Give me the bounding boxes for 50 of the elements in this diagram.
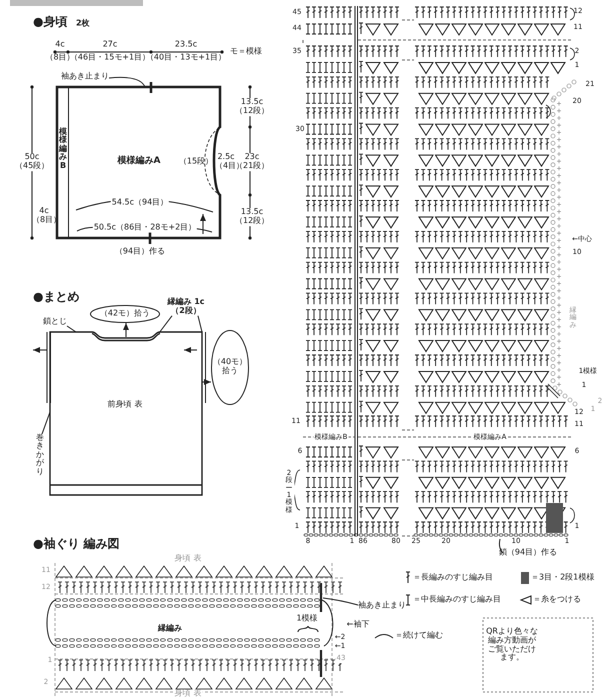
dimension-label: （15段）: [178, 158, 214, 166]
arrow: [123, 322, 129, 338]
note-text: 鎖（94目）作る: [498, 548, 558, 558]
note-text: QRより色々な編み方動画がご覧いただけます。: [486, 627, 538, 663]
section-heading: ●身頃: [33, 15, 68, 29]
legend-text: ＝糸をつける: [533, 596, 581, 604]
dimension-label: 54.5c（94目）: [110, 198, 170, 208]
node-label: （40モ）拾う: [212, 358, 248, 376]
legend-text: ＝3目・2段1模様: [531, 574, 594, 582]
dimension-label: 50.5c（86目・28モ+2目）: [92, 224, 198, 232]
note-text: 縁編み 1c（2段）: [166, 298, 206, 316]
leader-line: [498, 538, 504, 554]
note-text: 巻きかがり: [35, 434, 45, 476]
section-heading: ●まとめ: [33, 290, 80, 304]
chart-label: 身頃 表: [174, 554, 202, 564]
piece-count: 2枚: [76, 20, 90, 28]
pickup-oval: [90, 305, 160, 323]
dimension-label: （94目）作る: [114, 248, 166, 256]
dimension-label: 4c （8目）: [32, 207, 56, 225]
node-label: 模様編みB: [58, 128, 68, 170]
chart-label: 身頃 表: [174, 690, 202, 698]
leader-line: [42, 412, 50, 435]
chart-label: 1模様: [296, 614, 318, 624]
node-label: 前身頃 表: [108, 400, 142, 410]
section-heading: ●袖ぐり 編み図: [33, 537, 120, 551]
note-text: 鎖とじ: [43, 318, 67, 326]
dimension-label: 23.5c: [174, 40, 198, 50]
arrow: [202, 379, 212, 385]
legend-text: ＝長編みのすじ編み目: [413, 574, 493, 582]
dimension-label: 27c: [102, 40, 118, 50]
chart-label: ←袖下: [346, 620, 370, 630]
edge-strip: [57, 87, 69, 238]
note-text: 袖あき止まり: [61, 72, 109, 82]
leader-line: [66, 326, 76, 332]
leader-line: [198, 315, 202, 332]
node-label: （42モ）拾う: [100, 310, 150, 318]
leader-line: [108, 76, 146, 88]
dimension-label: 2.5c （4目）: [215, 153, 237, 171]
node-label: 模様編みA: [118, 157, 160, 167]
legend-text: ＝続けて編む: [395, 632, 443, 640]
legend-text: ＝中長編みのすじ編み目: [413, 596, 501, 604]
leader-line: [322, 598, 358, 606]
pickup-oval: [211, 330, 249, 405]
pattern-piece: [57, 87, 220, 238]
dimension-label: 4c: [55, 40, 65, 50]
chart-label: 縁編み: [158, 624, 182, 634]
note-text: モ＝模様: [230, 48, 262, 56]
leader-line: [158, 315, 172, 334]
note-text: 袖あき止まり: [358, 602, 406, 610]
front-body-outline: [50, 332, 202, 495]
